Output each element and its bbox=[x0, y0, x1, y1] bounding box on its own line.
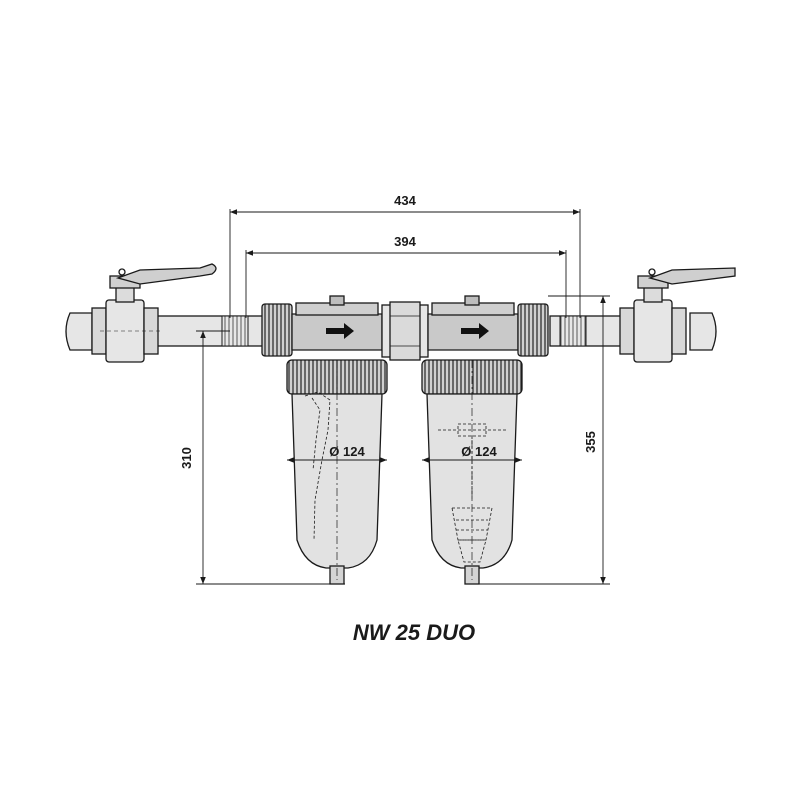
right-thread bbox=[559, 315, 587, 347]
dim-bowl-diameter-left: Ø 124 bbox=[329, 444, 365, 459]
product-title: NW 25 DUO bbox=[353, 620, 475, 645]
dim-overall-width: 434 bbox=[394, 193, 416, 208]
dim-bowl-diameter-right: Ø 124 bbox=[461, 444, 497, 459]
right-filter-housing bbox=[421, 295, 549, 585]
dim-height-pipe-axis: 310 bbox=[179, 447, 194, 469]
dim-connection-width: 394 bbox=[394, 234, 416, 249]
left-filter-housing bbox=[261, 295, 429, 585]
right-ball-valve bbox=[619, 267, 736, 363]
dimension-lines bbox=[196, 209, 610, 585]
left-ball-valve bbox=[91, 263, 217, 363]
dim-total-height: 355 bbox=[583, 431, 598, 453]
